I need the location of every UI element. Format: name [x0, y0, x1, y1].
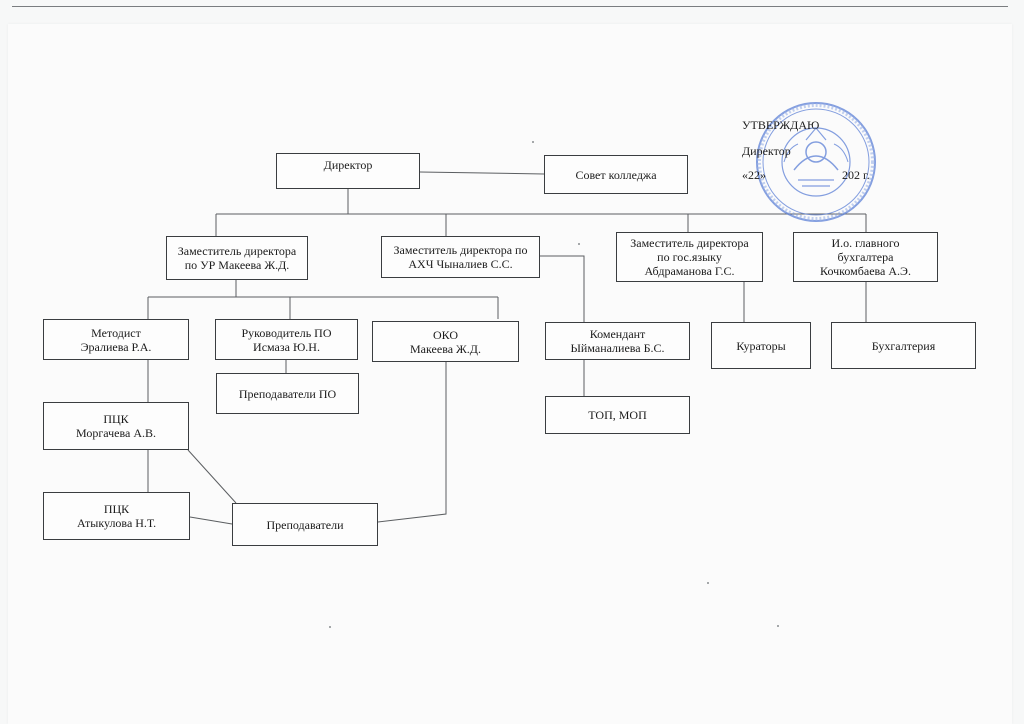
- node-oko-line-2: Макеева Ж.Д.: [410, 341, 481, 356]
- node-methodist: Методист Эралиева Р.А.: [43, 319, 189, 360]
- node-deputy-ahch-line-2: АХЧ Чыналиев С.С.: [408, 257, 513, 271]
- node-deputy-ahch-line-1: Заместитель директора по: [393, 243, 528, 257]
- node-head-po-line-2: Исмаза Ю.Н.: [253, 339, 320, 354]
- node-teachers-po: Преподаватели ПО: [216, 373, 359, 414]
- node-pck-2-line-1: ПЦК: [103, 502, 130, 516]
- node-deputy-lang: Заместитель директора по гос.языку Абдра…: [616, 232, 763, 282]
- node-accounting: Бухгалтерия: [831, 322, 976, 369]
- node-deputy-ur-line-1: Заместитель директора: [177, 244, 297, 258]
- node-head-po: Руководитель ПО Исмаза Ю.Н.: [215, 319, 358, 360]
- node-pck-2: ПЦК Атыкулова Н.Т.: [43, 492, 190, 540]
- approval-date-left: «22»: [742, 168, 766, 182]
- node-deputy-lang-line-1: Заместитель директора: [630, 236, 749, 250]
- node-pck-1: ПЦК Моргачева А.В.: [43, 402, 189, 450]
- scan-speck: [777, 625, 779, 627]
- node-council-label: Совет колледжа: [575, 167, 657, 182]
- node-accounting-label: Бухгалтерия: [871, 338, 936, 353]
- scan-speck: [707, 582, 709, 584]
- node-chief-accountant-line-2: бухгалтера: [837, 250, 894, 264]
- node-commandant-line-2: Ыйманалиева Б.С.: [570, 341, 665, 355]
- node-director-label: Директор: [323, 158, 373, 172]
- node-director: Директор: [276, 153, 420, 189]
- node-teachers: Преподаватели: [232, 503, 378, 546]
- node-chief-accountant: И.о. главного бухгалтера Кочкомбаева А.Э…: [793, 232, 938, 282]
- node-teachers-label: Преподаватели: [266, 517, 344, 532]
- node-teachers-po-label: Преподаватели ПО: [238, 386, 337, 401]
- node-pck-1-line-2: Моргачева А.В.: [75, 426, 156, 440]
- node-deputy-lang-line-2: по гос.языку: [657, 250, 722, 264]
- node-methodist-line-2: Эралиева Р.А.: [80, 339, 152, 354]
- node-deputy-ahch: Заместитель директора по АХЧ Чыналиев С.…: [381, 236, 540, 278]
- node-head-po-line-1: Руководитель ПО: [241, 325, 332, 340]
- node-deputy-lang-line-3: Абдраманова Г.С.: [644, 264, 735, 278]
- node-top-mop: ТОП, МОП: [545, 396, 690, 434]
- approval-title: УТВЕРЖДАЮ: [742, 118, 820, 132]
- node-chief-accountant-line-3: Кочкомбаева А.Э.: [820, 264, 911, 278]
- node-top-mop-label: ТОП, МОП: [588, 408, 647, 422]
- node-deputy-ur: Заместитель директора по УР Макеева Ж.Д.: [166, 236, 308, 280]
- approval-date-right: 202 г.: [842, 168, 870, 182]
- scan-speck: [532, 141, 534, 143]
- node-curators-label: Кураторы: [736, 338, 786, 353]
- node-oko: ОКО Макеева Ж.Д.: [372, 321, 519, 362]
- node-pck-2-line-2: Атыкулова Н.Т.: [76, 516, 157, 530]
- round-official-seal-icon: [756, 102, 876, 222]
- approval-role: Директор: [742, 144, 791, 158]
- page-edge: [12, 6, 1008, 7]
- node-commandant: Комендант Ыйманалиева Б.С.: [545, 322, 690, 360]
- node-methodist-line-1: Методист: [91, 325, 141, 340]
- node-council: Совет колледжа: [544, 155, 688, 194]
- paper-area: [8, 24, 1012, 724]
- node-deputy-ur-line-2: по УР Макеева Ж.Д.: [184, 258, 290, 272]
- node-pck-1-line-1: ПЦК: [103, 412, 129, 426]
- node-chief-accountant-line-1: И.о. главного: [831, 236, 900, 250]
- scan-speck: [578, 243, 580, 245]
- scan-speck: [329, 626, 331, 628]
- node-curators: Кураторы: [711, 322, 811, 369]
- node-commandant-line-1: Комендант: [589, 327, 646, 341]
- node-oko-line-1: ОКО: [432, 327, 459, 342]
